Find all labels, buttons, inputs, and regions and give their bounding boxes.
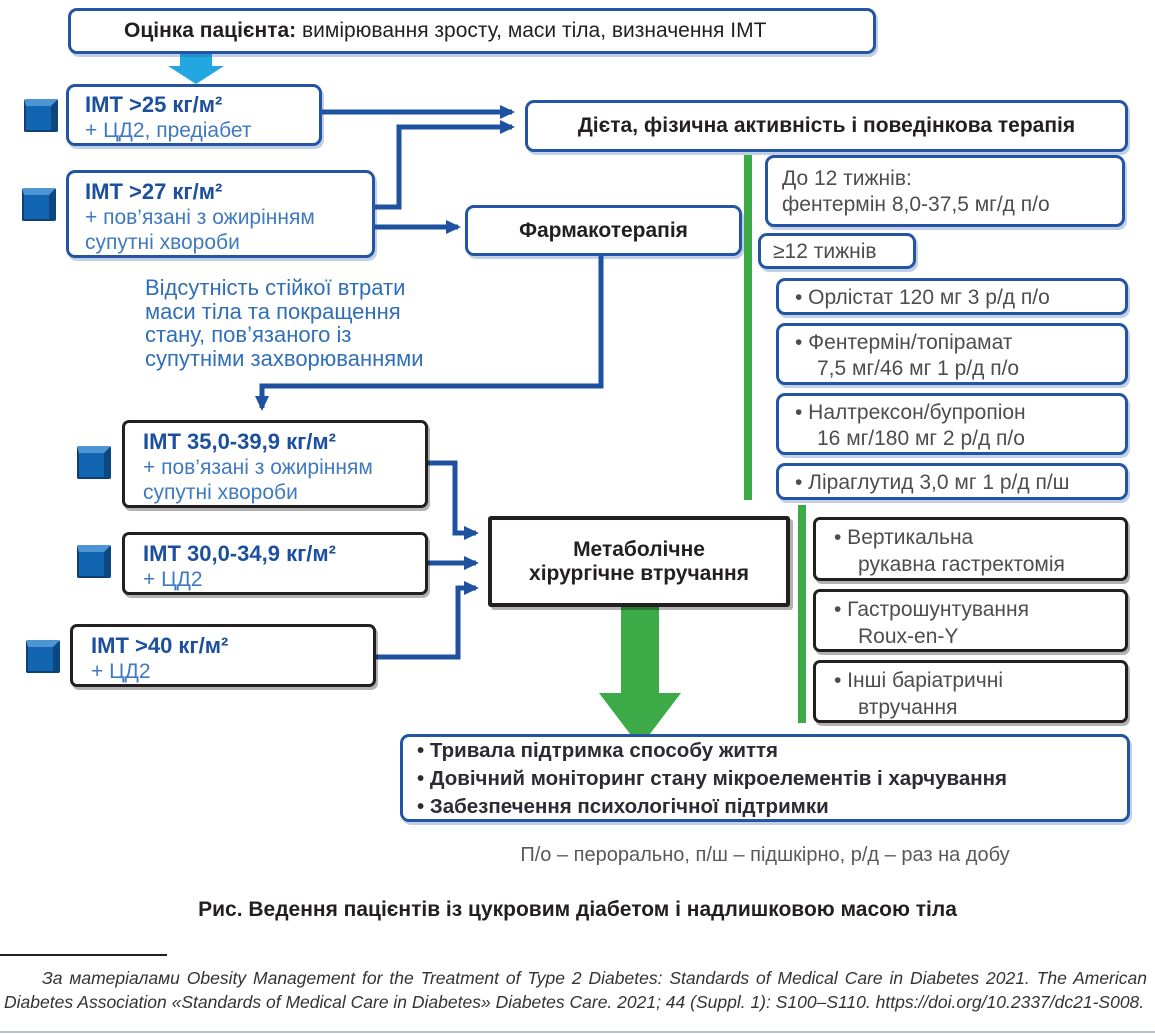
- diet-therapy-label: Дієта, фізична активність і поведінкова …: [577, 114, 1076, 137]
- pharma-option-text: • Налтрексон/бупропіон 16 мг/180 мг 2 р/…: [795, 401, 1026, 450]
- bmi-value: ІМТ >27 кг/м²: [85, 179, 223, 204]
- pharma-option-box: • Фентермін/топірамат 7,5 мг/46 мг 1 р/д…: [776, 323, 1128, 385]
- pharma-option-text: • Ліраглутид 3,0 мг 1 р/д п/ш: [795, 471, 1070, 494]
- condition-text: + ЦД2: [143, 568, 203, 591]
- diet-therapy-box: Дієта, фізична активність і поведінкова …: [525, 100, 1128, 152]
- assessment-label: Оцінка пацієнта:: [124, 19, 297, 42]
- pharmacotherapy-box: Фармакотерапія: [465, 205, 742, 256]
- cube-icon: [24, 99, 58, 132]
- green-rail-pharma: [744, 155, 752, 500]
- pharma-option-box: • Ліраглутид 3,0 мг 1 р/д п/ш: [776, 463, 1128, 500]
- surgery-option-text: • Інші баріатричні втручання: [834, 669, 1003, 719]
- bmi-value: ІМТ 30,0-34,9 кг/м²: [143, 541, 336, 566]
- footnote-divider: [0, 954, 167, 956]
- bottom-rule: [0, 1031, 1155, 1033]
- pharma-option-text: • Фентермін/топірамат 7,5 мг/46 мг 1 р/д…: [795, 331, 1020, 380]
- cube-icon: [26, 640, 60, 673]
- source-footnote: За матеріалами Obesity Management for th…: [4, 968, 1147, 1012]
- surgery-option-text: • Гастрошунтування Roux-en-Y: [834, 598, 1029, 648]
- surgery-option-box: • Вертикальна рукавна гастректомія: [813, 517, 1128, 581]
- pharma-option-box: До 12 тижнів: фентермін 8,0-37,5 мг/д п/…: [765, 155, 1125, 227]
- failure-note-text: Відсутність стійкої втрати маси тіла та …: [145, 275, 424, 371]
- surgery-option-box: • Інші баріатричні втручання: [813, 660, 1128, 723]
- assessment-text: вимірювання зросту, маси тіла, визначенн…: [296, 19, 767, 42]
- figure-caption: Рис. Ведення пацієнтів із цукровим діабе…: [198, 898, 957, 921]
- cube-icon: [77, 446, 111, 479]
- criteria-imt40-box: ІМТ >40 кг/м² + ЦД2: [70, 624, 376, 687]
- condition-text: + ЦД2: [91, 660, 151, 683]
- summary-box: • Тривала підтримка способу життя • Дові…: [400, 734, 1130, 822]
- green-down-arrow-icon: [599, 607, 681, 747]
- condition-text: + пов’язані з ожирінням супутні хвороби: [85, 206, 315, 254]
- pharma-option-text: ≥12 тижнів: [773, 240, 877, 263]
- green-rail-surgery: [798, 505, 806, 723]
- criteria-imt30-box: ІМТ 30,0-34,9 кг/м² + ЦД2: [122, 532, 428, 595]
- pharma-option-text: • Орлістат 120 мг 3 р/д п/о: [795, 286, 1050, 309]
- summary-text: • Тривала підтримка способу життя • Дові…: [417, 739, 1007, 818]
- pharma-option-box: ≥12 тижнів: [758, 233, 916, 269]
- bmi-value: ІМТ >25 кг/м²: [85, 92, 223, 117]
- arrow-imt40-to-surgery: [373, 581, 479, 660]
- criteria-imt27-box: ІМТ >27 кг/м² + пов’язані з ожирінням су…: [66, 170, 375, 258]
- pharmacotherapy-label: Фармакотерапія: [519, 218, 688, 242]
- pharma-option-text: До 12 тижнів: фентермін 8,0-37,5 мг/д п/…: [782, 167, 1050, 216]
- pharma-option-box: • Налтрексон/бупропіон 16 мг/180 мг 2 р/…: [776, 393, 1128, 455]
- criteria-imt35-box: ІМТ 35,0-39,9 кг/м² + пов’язані з ожирін…: [122, 420, 428, 508]
- metabolic-surgery-box: Метаболічне хірургічне втручання: [488, 516, 790, 607]
- surgery-option-box: • Гастрошунтування Roux-en-Y: [813, 589, 1128, 652]
- arrow-imt27-to-diet: [375, 120, 515, 210]
- metabolic-surgery-label: Метаболічне хірургічне втручання: [529, 537, 749, 585]
- assessment-box: Оцінка пацієнта: вимірювання зросту, мас…: [68, 8, 876, 54]
- cube-icon: [22, 188, 56, 221]
- arrow-imt35-to-surgery: [427, 460, 479, 540]
- condition-text: + ЦД2, предіабет: [85, 119, 252, 142]
- cube-icon: [77, 545, 111, 578]
- pharma-option-box: • Орлістат 120 мг 3 р/д п/о: [776, 278, 1128, 315]
- criteria-imt25-box: ІМТ >25 кг/м² + ЦД2, предіабет: [66, 84, 322, 146]
- bmi-value: ІМТ >40 кг/м²: [91, 633, 229, 658]
- abbreviations-legend: П/о – перорально, п/ш – підшкірно, р/д –…: [520, 844, 1010, 866]
- surgery-option-text: • Вертикальна рукавна гастректомія: [834, 526, 1065, 576]
- bmi-value: ІМТ 35,0-39,9 кг/м²: [143, 429, 336, 454]
- condition-text: + пов’язані з ожирінням супутні хвороби: [143, 456, 373, 504]
